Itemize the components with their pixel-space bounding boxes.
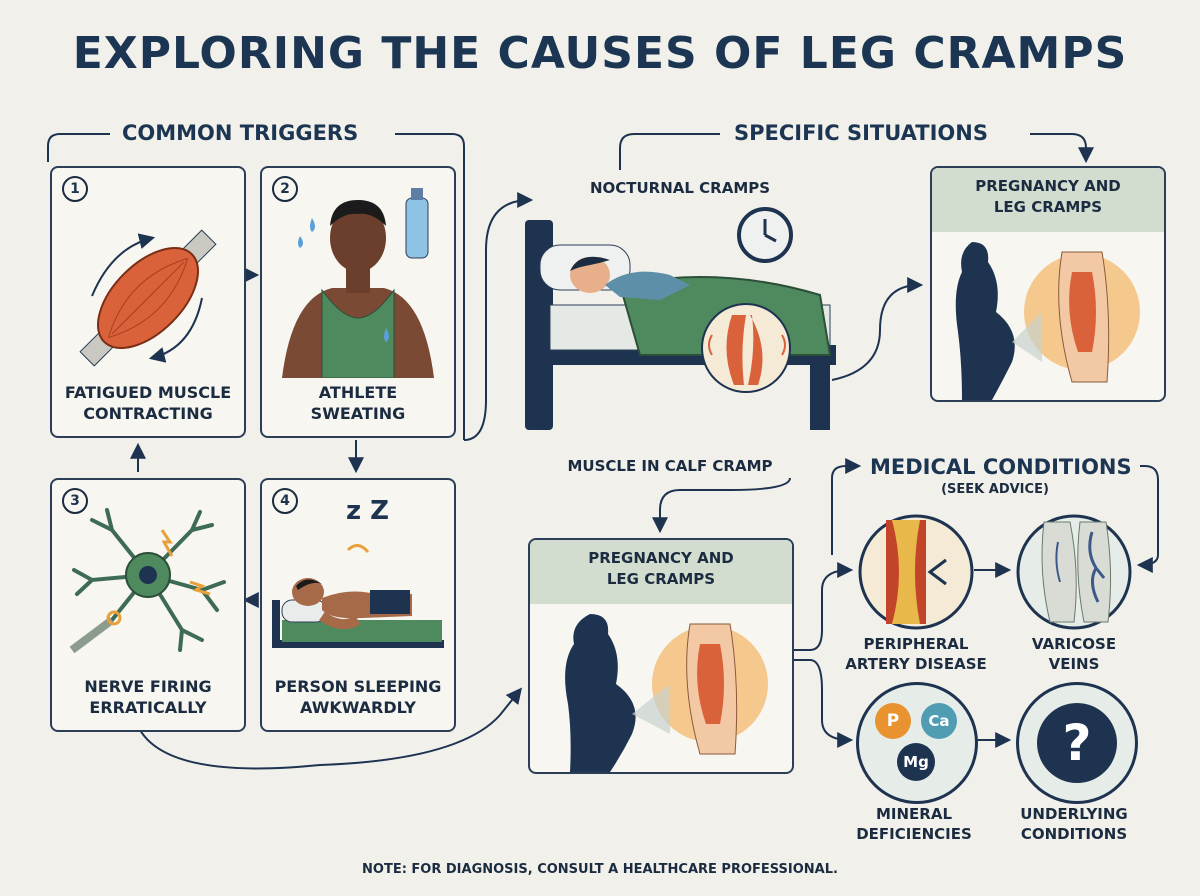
pregnancy-illustration — [565, 614, 768, 772]
specific-situations-heading: SPECIFIC SITUATIONS — [726, 121, 996, 145]
card-label-line2: SWEATING — [310, 404, 406, 423]
card-number: 2 — [272, 176, 298, 202]
condition-label-line2: DEFICIENCIES — [856, 825, 972, 843]
card-label-line2: ERRATICALLY — [89, 698, 207, 717]
trigger-card-fatigued-muscle: 1 FATIGUED MUSCLE CONTRACTING — [50, 166, 246, 438]
condition-label-line1: VARICOSE — [1031, 635, 1117, 653]
condition-label-line2: ARTERY DISEASE — [845, 655, 987, 673]
card-number: 3 — [62, 488, 88, 514]
card-label-line2: CONTRACTING — [83, 404, 213, 423]
card-label-line1: FATIGUED MUSCLE — [64, 383, 232, 402]
card-label-line1: PERSON SLEEPING — [274, 677, 442, 696]
trigger-card-person-sleeping: 4 z Z PERSON SLEEPING AWKWARDLY — [260, 478, 456, 732]
nerve-illustration — [69, 508, 226, 654]
question-mark-icon: ? — [1037, 703, 1117, 783]
bracket-right — [395, 133, 465, 440]
muscle-illustration — [79, 229, 217, 367]
mineral-mg: Mg — [897, 743, 935, 781]
card-label-line1: NERVE FIRING — [84, 677, 212, 696]
pregnancy-title-line2: LEG CRAMPS — [606, 570, 716, 588]
mineral-ca: Ca — [921, 703, 957, 739]
pregnancy-card-header: PREGNANCY AND LEG CRAMPS — [530, 540, 792, 604]
bracket-left — [47, 133, 110, 162]
underlying-conditions-icon: ? — [1016, 682, 1138, 804]
disclaimer-note: NOTE: FOR DIAGNOSIS, CONSULT A HEALTHCAR… — [362, 862, 838, 877]
pregnancy-card-bottom: PREGNANCY AND LEG CRAMPS — [528, 538, 794, 774]
sleeping-person-illustration — [272, 544, 444, 648]
medical-conditions-subheading: (SEEK ADVICE) — [941, 482, 1049, 497]
trigger-card-nerve-firing: 3 NERVE FIRING ERRATICALLY — [50, 478, 246, 732]
card-number: 4 — [272, 488, 298, 514]
nocturnal-cramps-illustration — [525, 207, 836, 430]
card-number: 1 — [62, 176, 88, 202]
varicose-veins-icon — [1016, 514, 1132, 630]
mineral-deficiencies-icon: P Ca Mg — [856, 682, 978, 804]
mineral-p: P — [875, 703, 911, 739]
pregnancy-card-top: PREGNANCY AND LEG CRAMPS — [930, 166, 1166, 402]
sleep-zz: z Z — [346, 496, 390, 526]
condition-label-line1: UNDERLYING — [1020, 805, 1128, 823]
calf-cramp-label: MUSCLE IN CALF CRAMP — [567, 457, 773, 475]
athlete-illustration — [282, 188, 434, 378]
condition-label-line2: CONDITIONS — [1020, 825, 1128, 843]
condition-label-line1: MINERAL — [875, 805, 953, 823]
medical-conditions-heading: MEDICAL CONDITIONS — [862, 455, 1140, 479]
nocturnal-cramps-label: NOCTURNAL CRAMPS — [589, 179, 771, 197]
page-title: EXPLORING THE CAUSES OF LEG CRAMPS — [72, 28, 1128, 79]
card-label-line1: ATHLETE — [318, 383, 398, 402]
pregnancy-title-line1: PREGNANCY AND — [588, 549, 734, 567]
trigger-card-athlete-sweating: 2 ATHLETE SWEATING — [260, 166, 456, 438]
artery-disease-icon — [858, 514, 974, 630]
card-label-line2: AWKWARDLY — [300, 698, 416, 717]
pregnancy-card-header: PREGNANCY AND LEG CRAMPS — [932, 168, 1164, 232]
condition-label-line1: PERIPHERAL — [863, 635, 969, 653]
common-triggers-heading: COMMON TRIGGERS — [114, 121, 367, 145]
pregnancy-title-line1: PREGNANCY AND — [975, 177, 1121, 195]
pregnancy-title-line2: LEG CRAMPS — [993, 198, 1103, 216]
pregnancy-illustration — [955, 242, 1140, 400]
condition-label-line2: VEINS — [1048, 655, 1100, 673]
